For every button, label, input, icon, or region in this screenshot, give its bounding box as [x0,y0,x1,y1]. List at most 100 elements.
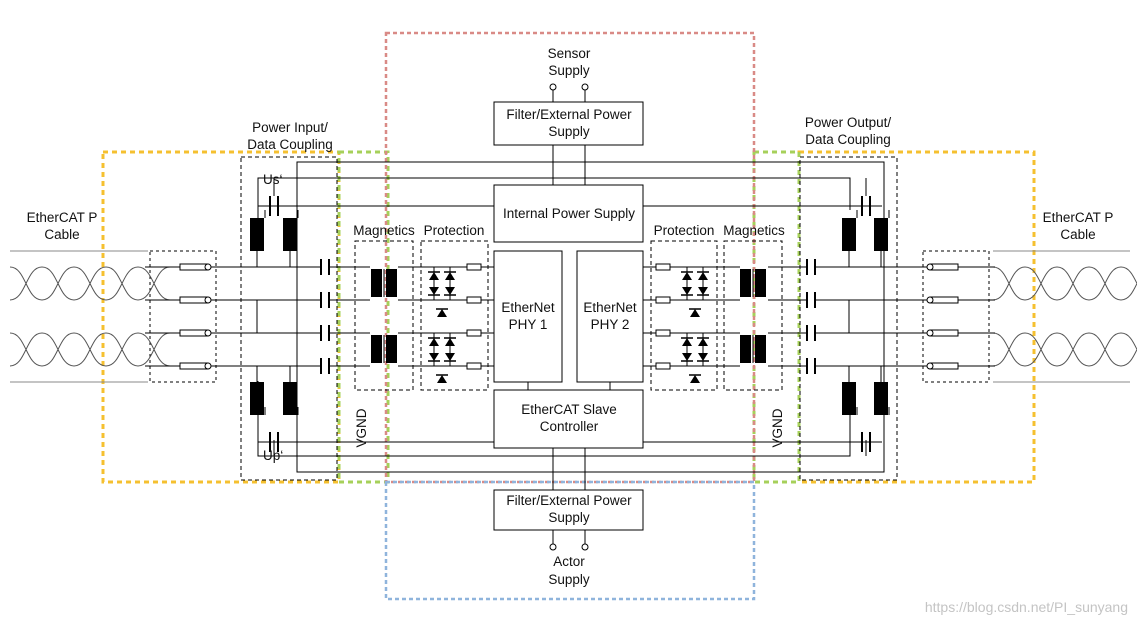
connector-pin-end [204,329,212,337]
cable-right-label-2: Cable [1060,227,1095,242]
supply-terminals [549,83,589,551]
filter-bottom-box [493,489,644,531]
connector-pin [929,329,959,337]
power-rails [257,88,867,546]
sensor-supply-label-2: Supply [548,63,590,78]
inductor-icon [842,382,856,415]
transformer-coil [371,335,382,363]
twisted-pair [9,332,171,367]
components [179,196,959,452]
module-box [296,161,885,473]
transformer-coil [740,269,751,297]
connector-pin-end [926,329,934,337]
slave-controller-box [493,389,644,449]
magnetics-right-box [723,240,783,391]
connector-pin [179,362,209,370]
resistor-icon [466,263,482,271]
diode-icon [445,272,455,280]
diode-icon [698,272,708,280]
diode-icon [698,287,708,295]
vgnd-left-label: VGND [354,408,369,447]
protection-right-label: Protection [654,223,715,238]
transformer-coil [755,269,766,297]
blocks [493,101,644,531]
connector-pin [179,329,209,337]
diode-icon [682,338,692,346]
phy1-label-1: EtherNet [501,300,555,315]
vgnd-right-label: VGND [770,408,785,447]
slave-controller-label-1: EtherCAT Slave [521,402,617,417]
filter-top-box [493,101,644,146]
inductor-icon [283,382,297,415]
power-input-label-2: Data Coupling [247,137,333,152]
ethercat-p-cable-left [9,250,171,383]
transformer-coil [755,335,766,363]
transformer-coil [371,269,382,297]
power-input-label-1: Power Input/ [252,120,328,135]
inductor-icon [842,218,856,251]
resistor-icon [655,263,671,271]
connector-pin-end [926,263,934,271]
diode-icon [698,338,708,346]
phy2-box [576,250,644,383]
inductor-icon [250,218,264,251]
diode-icon [445,353,455,361]
inductor-icon [874,218,888,251]
diode-icon [698,353,708,361]
phy2-label-2: PHY 2 [591,317,630,332]
slave-controller-label-2: Controller [540,419,599,434]
cable-left-label-2: Cable [44,227,79,242]
twisted-pair [992,332,1137,367]
phy1-box [493,250,563,383]
inductor-icon [283,218,297,251]
diode-icon [445,338,455,346]
actor-supply-label-1: Actor [553,554,585,569]
diode-icon [682,353,692,361]
sensor-supply-label-1: Sensor [548,46,591,61]
inductor-icon [250,382,264,415]
filter-bottom-label-1: Filter/External Power [506,493,632,508]
diode-icon [445,287,455,295]
phy2-label-1: EtherNet [583,300,637,315]
diode-icon [690,375,700,383]
resistor-icon [655,296,671,304]
actor-supply-label-2: Supply [548,572,590,587]
connector-pin-end [926,296,934,304]
resistor-icon [466,362,482,370]
diode-icon [690,309,700,317]
filter-top-label-2: Supply [548,124,590,139]
diode-icon [429,338,439,346]
connector-left-box [149,250,217,383]
protection-left-box [420,240,489,391]
resistor-icon [655,329,671,337]
ethercat-p-cable-right [992,250,1137,383]
resistor-icon [466,329,482,337]
protection-right-box [650,240,718,391]
transformer-coil [386,335,397,363]
inductor-icon [874,382,888,415]
connector-pin-end [204,263,212,271]
connector-pin [179,263,209,271]
magnetics-right-label: Magnetics [723,223,785,238]
diode-icon [429,272,439,280]
us-label: Us‘ [263,172,283,187]
up-label: Up‘ [263,448,283,463]
yellow-region-left [101,150,341,484]
power-output-label-1: Power Output/ [805,115,892,130]
twisted-pair [9,266,171,301]
connector-pin [179,296,209,304]
diode-icon [437,375,447,383]
magnetics-left-box [354,240,414,391]
diode-icon [437,309,447,317]
connector-pin [929,296,959,304]
watermark: https://blog.csdn.net/PI_sunyang [925,599,1128,615]
protection-left-label: Protection [424,223,485,238]
connector-pin [929,362,959,370]
cable-right-label-1: EtherCAT P [1043,210,1114,225]
resistor-icon [655,362,671,370]
diode-icon [682,272,692,280]
resistor-icon [466,296,482,304]
twisted-pair [992,266,1137,301]
connector-pin [929,263,959,271]
